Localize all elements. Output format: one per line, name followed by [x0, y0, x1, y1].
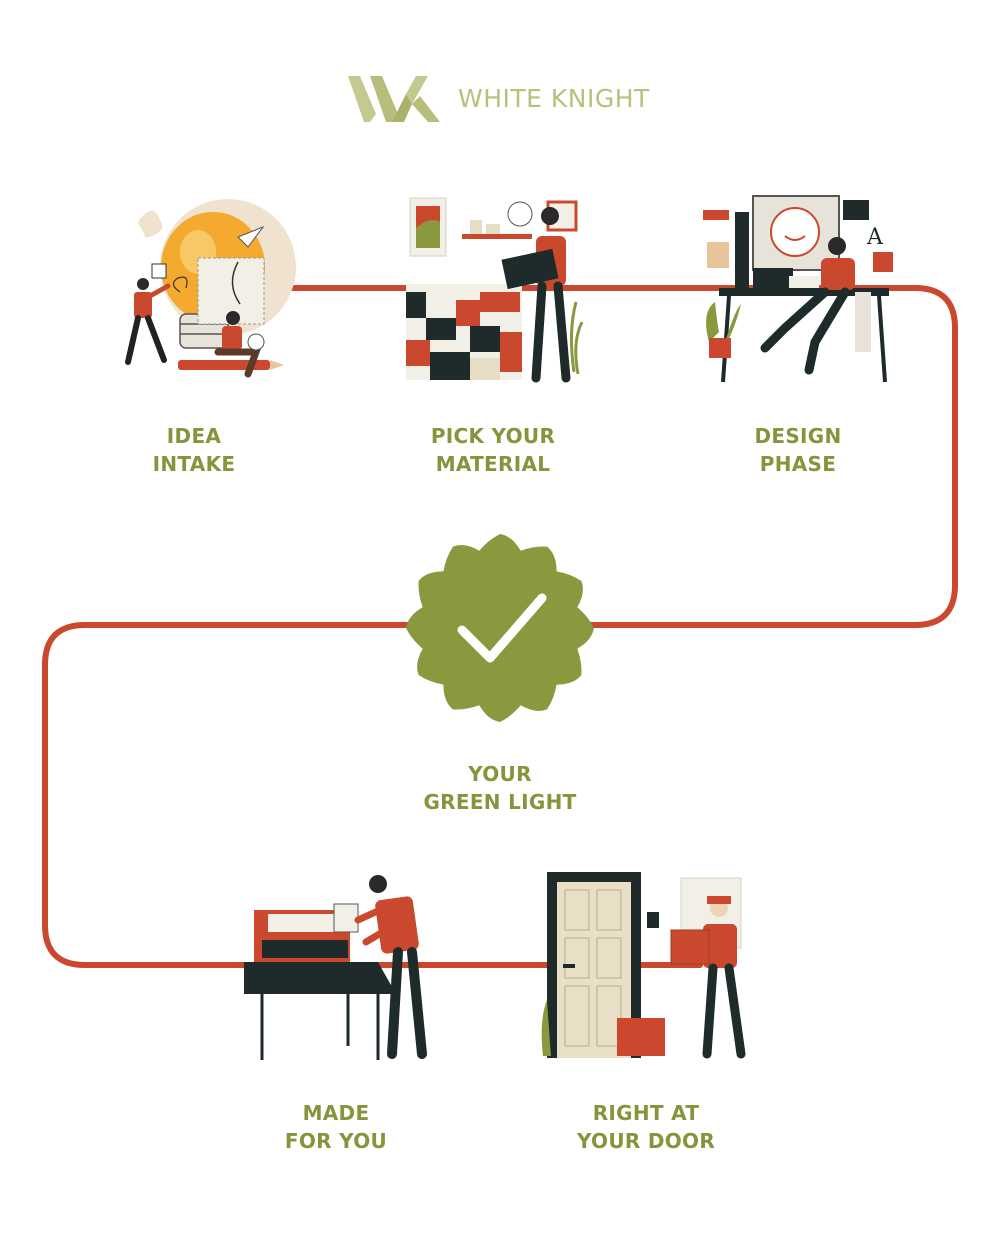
step-label-line1: DESIGN [754, 424, 842, 448]
step-label-line2: FOR YOU [284, 1129, 388, 1153]
step-label-line2: INTAKE [152, 452, 236, 476]
step-label-line2: PHASE [759, 452, 837, 476]
step-label-design-phase: DESIGN PHASE [668, 422, 928, 478]
step-label-idea-intake: IDEA INTAKE [64, 422, 324, 478]
step-label-line1: MADE [302, 1101, 370, 1125]
lightbulb-idea-illustration [125, 199, 296, 378]
step-label-right-at-your-door: RIGHT AT YOUR DOOR [516, 1099, 776, 1155]
wk-monogram-icon [348, 76, 440, 122]
step-label-line2: YOUR DOOR [576, 1129, 716, 1153]
step-label-green-light: YOUR GREEN LIGHT [370, 760, 630, 816]
door-delivery-illustration [541, 872, 746, 1059]
designer-desk-illustration: A [703, 195, 893, 383]
step-label-line2: MATERIAL [435, 452, 551, 476]
step-label-line1: IDEA [166, 424, 222, 448]
step-label-line2: GREEN LIGHT [423, 790, 577, 814]
brand-name: WHITE KNIGHT [458, 84, 650, 113]
svg-text:A: A [866, 225, 884, 250]
step-label-line1: YOUR [468, 762, 532, 786]
step-label-line1: PICK YOUR [430, 424, 556, 448]
step-label-pick-material: PICK YOUR MATERIAL [363, 422, 623, 478]
checkmark-badge-icon [406, 534, 594, 722]
brand-logo: WHITE KNIGHT [346, 74, 666, 126]
step-label-made-for-you: MADE FOR YOU [206, 1099, 466, 1155]
cutting-machine-illustration [244, 875, 427, 1060]
material-blocks-illustration [406, 197, 584, 383]
step-label-line1: RIGHT AT [592, 1101, 700, 1125]
